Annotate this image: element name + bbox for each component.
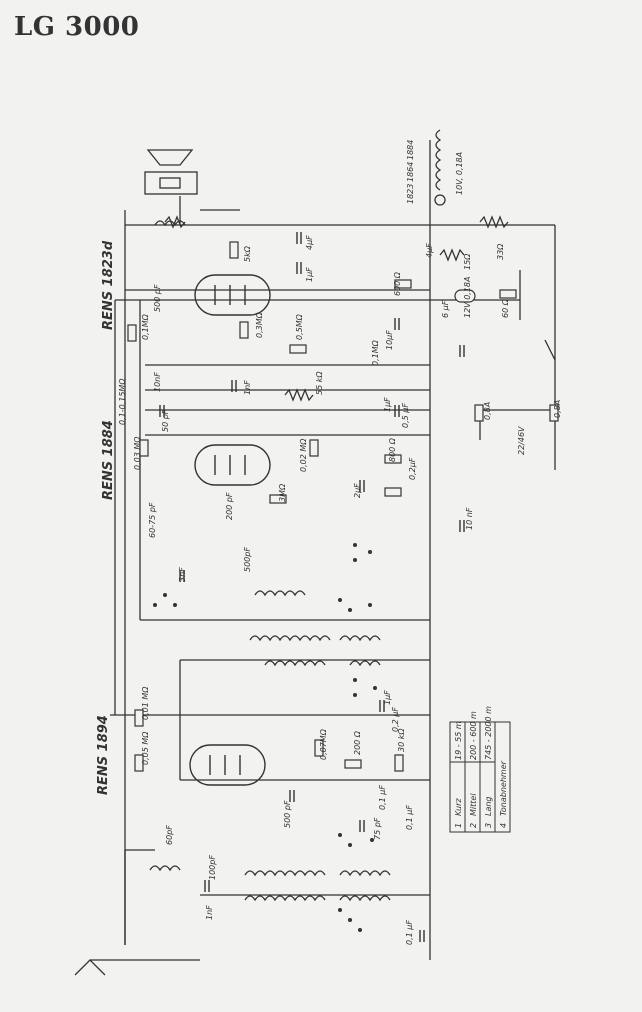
label-tap-1864: 1864	[406, 162, 415, 182]
label-r-5k: 5kΩ	[243, 245, 252, 262]
label-c-200: 200 pF	[225, 492, 234, 520]
label-c-500: 500 pF	[153, 284, 162, 312]
label-c-500c: 500 pF	[283, 800, 292, 828]
label-c-05uf: 0,5 μF	[401, 403, 410, 428]
label-tap-1884: 1884	[406, 140, 415, 160]
band-n-2: 2	[469, 823, 478, 828]
band-range-2: 200 - 600 m	[469, 711, 478, 760]
label-c-500b: 500pF	[243, 547, 252, 572]
label-c-1nf: 1nF	[243, 380, 252, 395]
band-range-3: 745 - 2000 m	[484, 706, 493, 760]
label-c-6uf: 6 μF	[441, 300, 450, 318]
label-c-02uf-b: 0,2 μF	[391, 707, 400, 732]
label-c-6075: 60-75 pF	[148, 502, 157, 538]
band-range-1: 19 - 55 m	[454, 721, 463, 760]
label-r-800: 800 Ω	[388, 437, 397, 462]
label-r-55k: 55 kΩ	[315, 371, 324, 395]
label-r-03m: 0,3MΩ	[255, 311, 264, 338]
label-pilot: 12V 0,18A	[463, 277, 472, 318]
label-r-002: 0,02 MΩ	[299, 438, 308, 472]
label-v-220: 22/46V	[517, 426, 526, 455]
label-c-1uf-b: 1μF	[383, 397, 392, 412]
label-tap-1823: 1823	[406, 184, 415, 204]
label-c-1uf-c: 1μF	[383, 690, 392, 705]
band-n-3: 3	[484, 823, 493, 828]
tube-label-1823d: RENS 1823d	[101, 240, 116, 330]
label-c-10nf: 10 nF	[465, 507, 474, 530]
band-n-4: 4	[499, 823, 508, 828]
label-c-4uf: 4μF	[305, 235, 314, 250]
label-fuse: 0,8A	[553, 400, 562, 418]
label-r-30k: 30 kΩ	[397, 728, 406, 752]
label-bulb: 10V, 0,18A	[455, 152, 464, 195]
label-r-007: 0,07MΩ	[319, 728, 328, 760]
tube-label-1894: RENS 1894	[96, 715, 111, 795]
band-n-1: 1	[454, 823, 463, 828]
page-title: LG 3000	[14, 12, 140, 42]
label-r-200: 200 Ω	[353, 730, 362, 755]
label-c-2uf: 2μF	[353, 483, 362, 498]
tube-1894	[189, 744, 266, 786]
label-r-05m: 0,5MΩ	[295, 313, 304, 340]
band-name-2: Mittel	[469, 793, 478, 816]
tube-1884	[194, 444, 271, 486]
label-r-60: 60 Ω	[501, 298, 510, 318]
label-c-75: 75 pF	[373, 817, 382, 840]
label-r-3m: 3MΩ	[278, 483, 287, 502]
label-c-01uf-b: 0,1 μF	[405, 920, 414, 945]
label-c-02uf: 0,2μF	[408, 457, 417, 480]
label-c-3nf: 3nF	[178, 567, 187, 582]
band-name-1: Kurz	[454, 798, 463, 816]
label-c-01uf-c: 0,1 μF	[405, 805, 414, 830]
label-r-001: 0,01 MΩ	[141, 686, 150, 720]
label-r-01m: 0,1MΩ	[141, 313, 150, 340]
label-r-003: 0,03 MΩ	[133, 436, 142, 470]
label-c-10uf: 10μF	[385, 330, 394, 350]
tube-1823d	[194, 274, 271, 316]
label-c-10nf-top: 10nF	[153, 372, 162, 392]
label-c-01uf: 0,1 μF	[378, 785, 387, 810]
label-r-600: 600 Ω	[393, 271, 402, 296]
label-c-50pf: 50 pF	[161, 409, 170, 432]
band-name-4: Tonabnehmer	[499, 760, 508, 816]
label-r-15: 15Ω	[463, 253, 472, 270]
label-c-4uf-b: 4μF	[425, 243, 434, 258]
label-r-015m: 0,1-0,15MΩ	[118, 378, 127, 425]
tube-label-1884: RENS 1884	[101, 420, 116, 500]
label-r-33: 33Ω	[496, 243, 505, 260]
label-c-100: 100pF	[208, 855, 217, 880]
band-name-3: Lang	[484, 796, 493, 816]
label-c-1uf: 1μF	[305, 267, 314, 282]
label-r-005: 0,05 MΩ	[141, 731, 150, 765]
label-r-08a: 0,8A	[483, 402, 492, 420]
label-c-1nf-b: 1nF	[205, 905, 214, 920]
label-r-01m-b: 0,1MΩ	[371, 339, 380, 366]
label-c-60: 60pF	[165, 825, 174, 845]
